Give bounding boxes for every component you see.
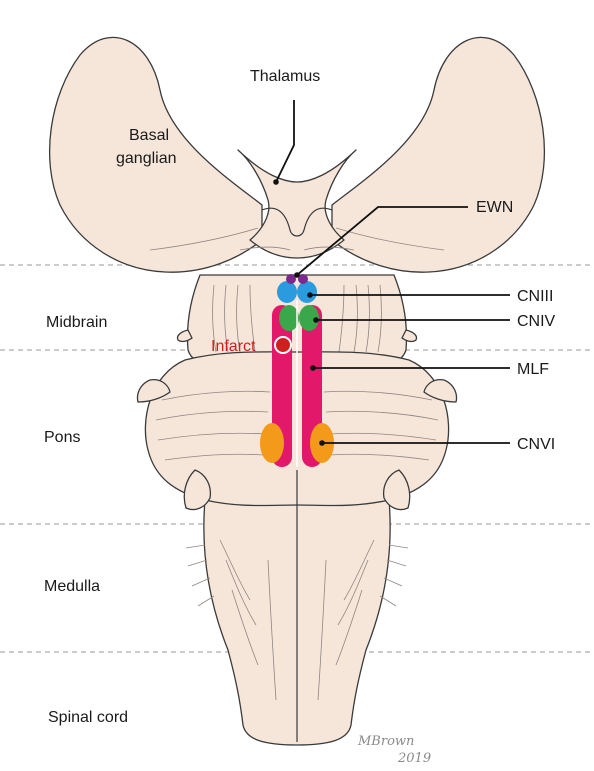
thalamus-leader-dot — [273, 179, 279, 185]
label-cnvi: CNVI — [517, 436, 555, 453]
cniv-nucleus-left — [279, 305, 299, 331]
cniii-nucleus-left — [277, 281, 297, 303]
ewn-nucleus-right — [298, 274, 308, 284]
label-pons: Pons — [44, 429, 80, 446]
medulla-spinal-cord-illustration — [185, 499, 409, 746]
artist-signature: MBrown 2019 — [357, 734, 431, 766]
cranial-nerve-nuclei — [260, 274, 334, 467]
leader-lines — [273, 100, 510, 446]
signature-name: MBrown — [357, 734, 414, 749]
label-mlf: MLF — [517, 361, 549, 378]
label-basal-ganglia-line1: Basal — [129, 127, 169, 144]
label-thalamus: Thalamus — [250, 68, 320, 85]
mlf-leader-dot — [310, 365, 316, 371]
label-cniii: CNIII — [517, 288, 553, 305]
label-medulla: Medulla — [44, 578, 100, 595]
thalamus-illustration — [237, 149, 357, 259]
cniii-leader-dot — [307, 292, 313, 298]
cniii-nucleus-right — [297, 281, 317, 303]
cniv-leader-dot — [313, 317, 319, 323]
cniv-nucleus-right — [299, 305, 319, 331]
ewn-leader — [296, 206, 468, 276]
thalamus-leader — [275, 100, 295, 183]
ewn-nucleus-left — [286, 274, 296, 284]
label-spinal-cord: Spinal cord — [48, 709, 128, 726]
cnvi-leader-dot — [319, 440, 325, 446]
ewn-leader-dot — [294, 272, 300, 278]
label-basal-ganglia-line2: ganglian — [116, 150, 177, 167]
label-ewn: EWN — [476, 199, 513, 216]
label-cniv: CNIV — [517, 313, 556, 330]
label-midbrain: Midbrain — [46, 314, 107, 331]
cnvi-nucleus-left — [260, 423, 284, 463]
infarct-marker — [274, 336, 292, 354]
label-infarct: Infarct — [211, 338, 256, 355]
structure-labels: Thalamus Basal ganglian EWN CNIII CNIV I… — [116, 68, 556, 453]
region-labels: Midbrain Pons Medulla Spinal cord — [44, 314, 128, 726]
signature-year: 2019 — [397, 751, 431, 766]
basal-ganglia-illustration — [49, 36, 545, 273]
